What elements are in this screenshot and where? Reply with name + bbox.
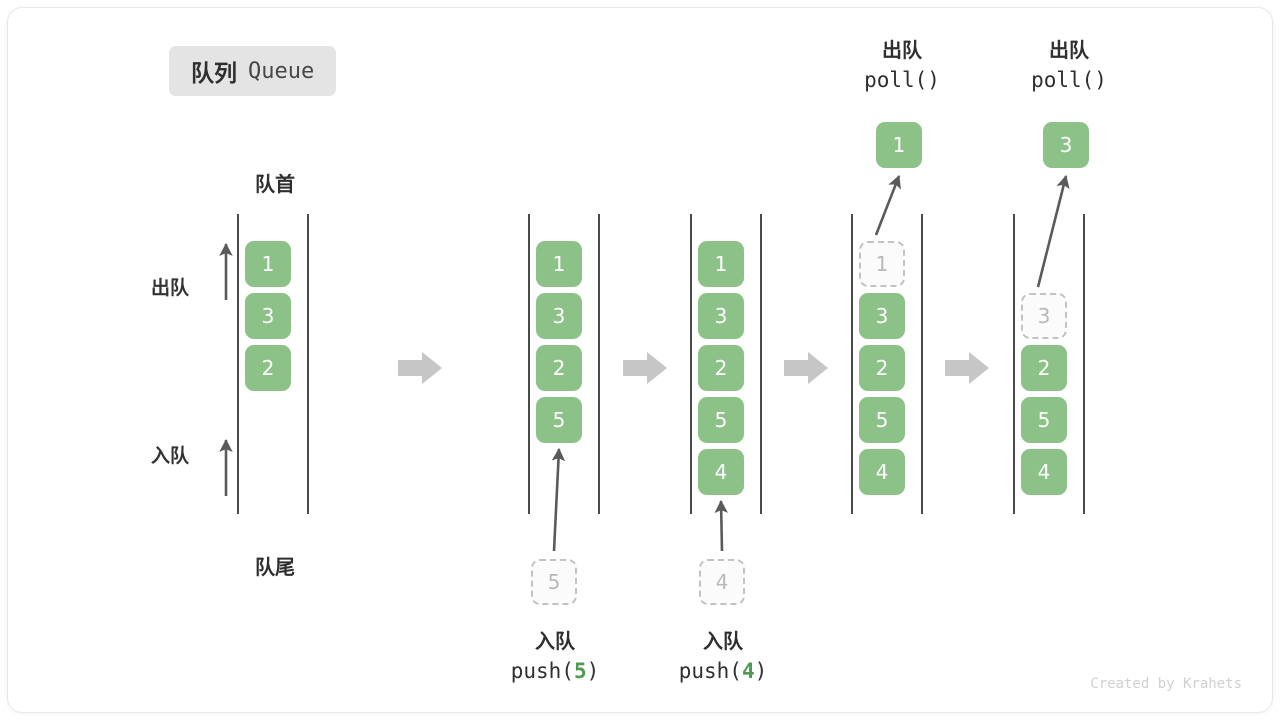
queue-rail-right [921,214,923,514]
poll-label-code: poll() [1031,68,1107,92]
queue-rail-right [307,214,309,514]
dequeue-side-label: 出队 [151,277,190,299]
enqueue-side-label: 入队 [151,445,190,467]
poll-label-code: poll() [864,68,940,92]
push-operation-label: 入队 push(5) [445,626,665,688]
poll-result-element: 1 [876,122,922,168]
queue-element: 2 [536,345,582,391]
queue-rear-label: 队尾 [255,555,295,579]
operation-labels: 5 入队 push(5) 4 入队 push(4) 1 出队 poll() 3 出队 poll() [8,8,1272,712]
queue-rail-left [237,214,239,514]
queue-element: 1 [536,241,582,287]
diagram-stage: 1 3 2 1 3 2 5 1 3 2 5 4 3 2 5 4 1 2 5 4 3 [8,8,1272,712]
push-label-cn: 入队 [703,629,743,653]
arrow-overlay [219,174,1070,552]
queue-rail-left [851,214,853,514]
queue-front-label: 队首 [255,172,295,196]
poll-label-cn: 出队 [1049,38,1089,62]
push-label-cn: 入队 [535,629,575,653]
queue-element: 5 [859,397,905,443]
poll-operation-label: 出队 poll() [959,35,1179,97]
poll-result-element: 3 [1043,122,1089,168]
queue-element: 2 [859,345,905,391]
queue-rail-left [528,214,530,514]
poll-arrow [874,175,901,236]
push-label-code: push(5) [510,659,600,683]
queue-rail-right [760,214,762,514]
queue-element-ghost: 3 [1021,293,1067,339]
push-arrow [714,499,728,552]
queue-element: 4 [1021,449,1067,495]
queue-rail-left [1013,214,1015,514]
title-en: Queue [248,58,315,84]
watermark: Created by Krahets [1090,676,1242,692]
queue-rail-left [690,214,692,514]
step-arrow-4 [945,352,989,384]
queue-element-ghost: 1 [859,241,905,287]
queue-element: 5 [698,397,744,443]
push-source-ghost: 5 [531,559,577,605]
poll-label-cn: 出队 [882,38,922,62]
step-arrow-3 [784,352,828,384]
queue-element: 2 [698,345,744,391]
title-badge: 队列 Queue [169,46,337,96]
queue-element: 5 [1021,397,1067,443]
queue-element: 4 [859,449,905,495]
queue-element: 3 [536,293,582,339]
queue-rail-right [1083,214,1085,514]
queue-element: 1 [245,241,291,287]
queue-element: 2 [1021,345,1067,391]
queue-rail-right [598,214,600,514]
queue-element: 3 [859,293,905,339]
step-arrow-2 [623,352,667,384]
push-argument-value: 5 [573,659,587,683]
title-cn: 队列 [191,61,237,87]
queue-element: 1 [698,241,744,287]
queue-element: 3 [245,293,291,339]
poll-arrow [1036,174,1070,288]
push-operation-label: 入队 push(4) [613,626,833,688]
queue-element: 5 [536,397,582,443]
push-source-ghost: 4 [699,559,745,605]
step-arrow-1 [398,352,442,384]
queue-element: 4 [698,449,744,495]
push-arrow [551,447,566,552]
diagram-card: 队列 Queue 队首 队尾 出队 入队 1 3 2 1 3 2 5 1 3 2 5 4 3 2 5 4 1 2 5… [8,8,1272,712]
poll-operation-label: 出队 poll() [792,35,1012,97]
queue-element: 2 [245,345,291,391]
push-argument-value: 4 [741,659,755,683]
queue-element: 3 [698,293,744,339]
push-label-code: push(4) [678,659,768,683]
